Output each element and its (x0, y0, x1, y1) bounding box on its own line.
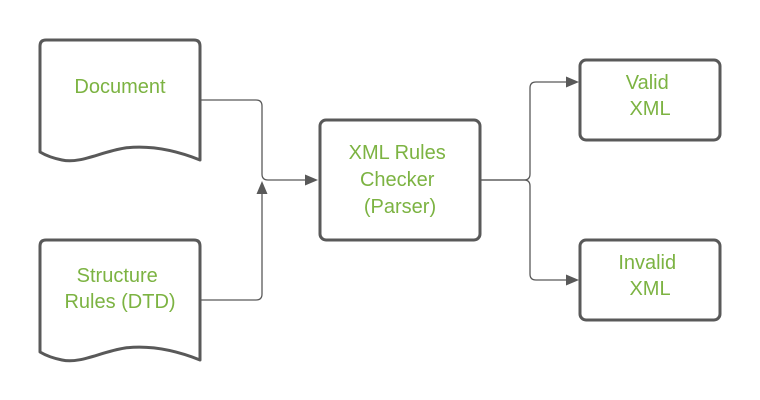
connector-checker-to-valid (480, 81, 566, 181)
document-label: Document (74, 76, 166, 98)
svg-text:Valid XML: Valid XML (626, 72, 675, 120)
invalid-xml-node: Invalid XML (578, 238, 722, 322)
arrowhead-up-into-junction (256, 181, 268, 194)
valid-xml-label-line-1: Valid (626, 72, 669, 94)
structure-rules-shape (38, 238, 202, 363)
invalid-xml-shape (578, 238, 722, 322)
checker-label-line-2: Checker (360, 169, 435, 191)
arrowhead-into-invalid (566, 274, 579, 286)
svg-text:Document: Document (74, 76, 166, 98)
invalid-xml-label-line-2: XML (629, 278, 670, 300)
document-shape (38, 38, 202, 163)
checker-label-line-3: (Parser) (364, 196, 436, 218)
connector-structure-rules-to-checker (200, 194, 263, 301)
checker-label-line-1: XML Rules (349, 142, 446, 164)
connector-document-to-checker (200, 99, 306, 181)
valid-xml-node: Valid XML (578, 58, 722, 142)
arrowhead-into-valid (566, 76, 579, 88)
checker-node: XML Rules Checker (Parser) (318, 118, 482, 242)
valid-xml-label-line-2: XML (629, 98, 670, 120)
structure-rules-node: Structure Rules (DTD) (38, 238, 202, 363)
svg-text:XML Rules Checker: XML Rules Checker (Parser) (349, 142, 452, 218)
structure-rules-label-line-2: Rules (DTD) (64, 291, 175, 313)
svg-text:Invalid XML: Invalid XML (618, 252, 681, 300)
document-node: Document (38, 38, 202, 163)
structure-rules-label-line-1: Structure (77, 265, 158, 287)
invalid-xml-label-line-1: Invalid (618, 252, 676, 274)
svg-text:Structure Rules (DTD): Structure Rules (DTD) (64, 265, 175, 313)
checker-shape (318, 118, 482, 242)
arrowhead-into-checker (305, 174, 318, 186)
valid-xml-shape (578, 58, 722, 142)
connector-checker-to-invalid (480, 179, 566, 281)
